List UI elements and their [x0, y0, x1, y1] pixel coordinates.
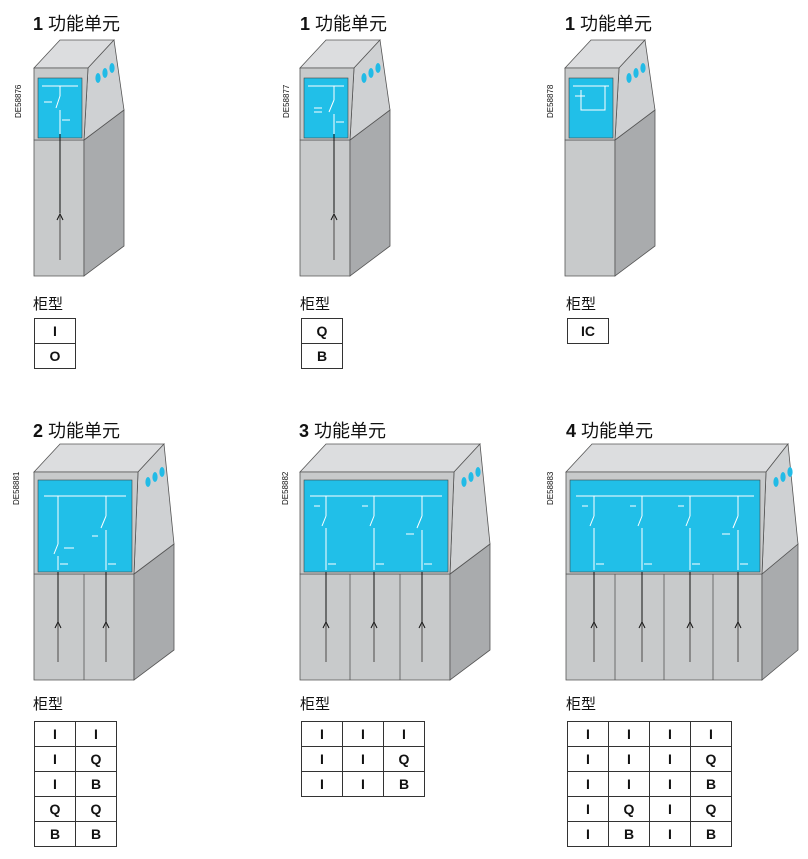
diagram-screen	[37, 479, 133, 573]
cubicle-type-label: 柜型	[566, 296, 597, 313]
diagram-screen	[569, 479, 761, 573]
table-cell: B	[690, 771, 732, 797]
table-cell: B	[34, 821, 76, 847]
table-cell: I	[608, 771, 650, 797]
table-cell: Q	[75, 796, 117, 822]
table-cell: IC	[567, 318, 609, 344]
table-cell: Q	[690, 746, 732, 772]
table-cell: I	[649, 771, 691, 797]
table-row: O	[34, 343, 76, 369]
diagram-screen	[303, 77, 349, 139]
table-cell: I	[34, 721, 76, 747]
table-cell: I	[608, 746, 650, 772]
table-cell: Q	[34, 796, 76, 822]
table-cell: I	[649, 721, 691, 747]
table-cell: I	[342, 771, 384, 797]
switchgear-illustration	[565, 442, 799, 681]
cubicle-type-table: Q B	[301, 318, 343, 369]
table-cell: I	[342, 721, 384, 747]
switchgear-illustration	[33, 443, 175, 681]
cubicle-type-table: I O	[34, 318, 76, 369]
table-cell: I	[567, 771, 609, 797]
table-row: Q	[301, 318, 343, 344]
figure-code: DE58883	[546, 471, 555, 505]
cubicle-type-label: 柜型	[33, 696, 64, 713]
table-cell: O	[34, 343, 76, 369]
cubicle-type-table: IC	[567, 318, 609, 344]
table-row: B	[301, 343, 343, 369]
diagram-screen	[303, 479, 449, 573]
diagram-screen	[568, 77, 614, 139]
table-cell: I	[567, 821, 609, 847]
table-cell: I	[567, 721, 609, 747]
table-cell: I	[75, 721, 117, 747]
figure-code: DE58881	[12, 471, 21, 505]
table-cell: Q	[608, 796, 650, 822]
table-cell: B	[608, 821, 650, 847]
table-cell: I	[608, 721, 650, 747]
table-row: I	[34, 318, 76, 344]
table-cell: I	[301, 746, 343, 772]
table-cell: Q	[690, 796, 732, 822]
table-cell: I	[383, 721, 425, 747]
table-cell: B	[690, 821, 732, 847]
table-cell: I	[690, 721, 732, 747]
table-cell: I	[567, 796, 609, 822]
figure-code: DE58877	[282, 84, 291, 118]
cubicle-type-label: 柜型	[300, 296, 331, 313]
table-cell: B	[75, 771, 117, 797]
table-cell: I	[34, 746, 76, 772]
table-cell: Q	[75, 746, 117, 772]
table-cell: Q	[383, 746, 425, 772]
table-cell: I	[649, 821, 691, 847]
cubicle-type-label: 柜型	[300, 696, 331, 713]
table-cell: I	[301, 771, 343, 797]
table-cell: I	[649, 746, 691, 772]
figure-code: DE58882	[281, 471, 290, 505]
switchgear-illustration	[33, 39, 125, 277]
table-cell: I	[342, 746, 384, 772]
table-cell: I	[34, 318, 76, 344]
figure-code: DE58878	[546, 84, 555, 118]
table-cell: B	[75, 821, 117, 847]
table-cell: Q	[301, 318, 343, 344]
switchgear-illustration	[564, 39, 656, 277]
table-cell: I	[34, 771, 76, 797]
figure-code: DE58876	[14, 84, 23, 118]
switchgear-illustration	[299, 443, 491, 681]
table-cell: I	[301, 721, 343, 747]
table-row: IC	[567, 318, 609, 344]
table-cell: B	[383, 771, 425, 797]
switchgear-illustration	[299, 39, 391, 277]
cubicle-type-label: 柜型	[566, 696, 597, 713]
table-cell: I	[567, 746, 609, 772]
cubicle-type-label: 柜型	[33, 296, 64, 313]
table-cell: B	[301, 343, 343, 369]
table-cell: I	[649, 796, 691, 822]
